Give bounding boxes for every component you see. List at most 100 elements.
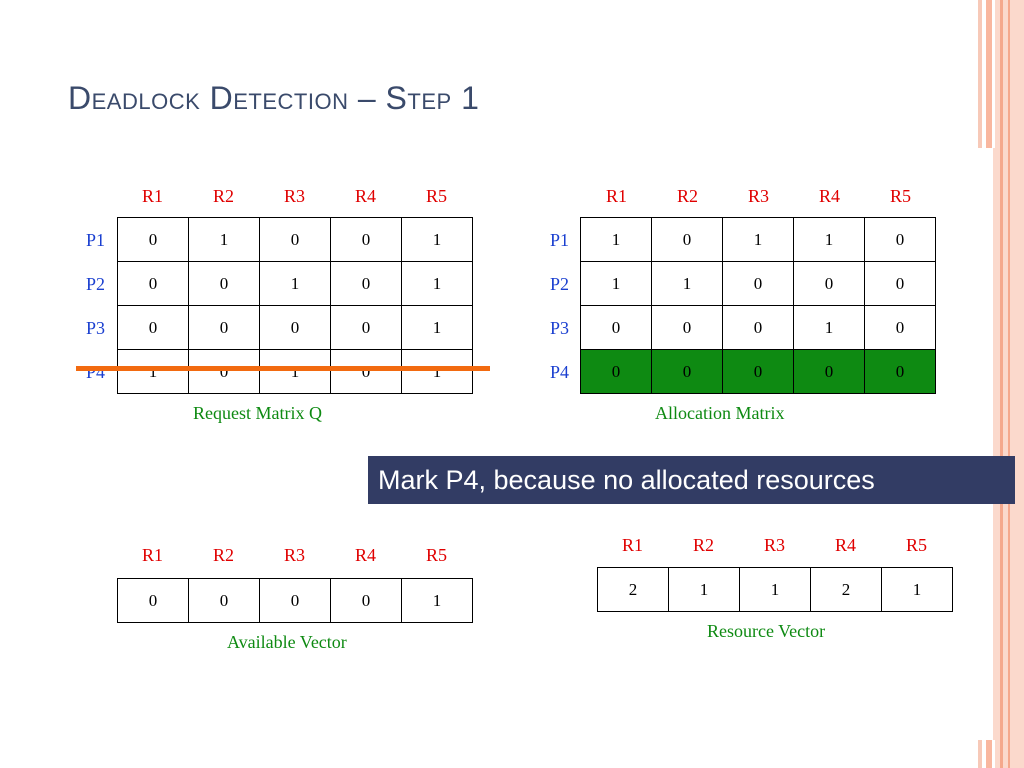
matrix-cell: 0 [259,217,331,262]
available-vector-column-headers: R1 R2 R3 R4 R5 [117,545,472,566]
matrix-cell: 0 [864,349,936,394]
matrix-cell: 1 [401,261,473,306]
vector-cell: 0 [117,578,189,623]
resource-vector-caption: Resource Vector [707,621,826,641]
matrix-cell: 1 [651,261,723,306]
column-header: R3 [763,535,785,555]
column-header: R4 [354,545,376,565]
matrix-cell: 0 [330,349,402,394]
column-header: R5 [905,535,927,555]
allocation-matrix-row-labels: P1 P2 P3 P4 [550,218,569,394]
row-label: P1 [550,230,570,250]
matrix-cell: 0 [722,305,794,350]
column-header: R2 [212,186,234,206]
decor-stripe [1008,0,1010,768]
table-row: 1 0 1 1 0 [580,217,936,262]
marked-table-row: 0 0 0 0 0 [580,349,936,394]
matrix-cell: 0 [330,261,402,306]
matrix-cell: 1 [580,261,652,306]
row-label: P1 [86,230,106,250]
table-row: 0 0 0 0 1 [117,305,473,350]
row-label: P2 [86,274,106,294]
matrix-cell: 0 [864,261,936,306]
vector-cell: 1 [668,567,740,612]
table-row: 1 0 1 0 1 [117,349,473,394]
matrix-cell: 1 [793,217,865,262]
available-vector-caption: Available Vector [227,632,347,652]
row-label: P4 [550,362,570,382]
matrix-cell: 1 [259,349,331,394]
vector-cell: 0 [330,578,402,623]
column-header: R5 [889,186,911,206]
available-vector: 0 0 0 0 1 [117,578,473,623]
decor-stripe [1000,0,1003,768]
column-header: R2 [212,545,234,565]
column-header: R1 [605,186,627,206]
matrix-cell: 0 [188,305,260,350]
column-header: R4 [818,186,840,206]
matrix-cell: 0 [188,349,260,394]
column-header: R4 [354,186,376,206]
matrix-cell: 1 [580,217,652,262]
column-header: R1 [621,535,643,555]
matrix-cell: 1 [401,217,473,262]
matrix-cell: 0 [259,305,331,350]
matrix-cell: 0 [722,349,794,394]
matrix-cell: 1 [401,305,473,350]
allocation-matrix-column-headers: R1 R2 R3 R4 R5 [581,186,936,207]
matrix-cell: 0 [117,261,189,306]
matrix-cell: 0 [117,217,189,262]
note-callout: Mark P4, because no allocated resources [368,456,1015,504]
decor-gap [993,148,997,740]
decor-gap [976,148,996,740]
matrix-cell: 0 [864,217,936,262]
matrix-cell: 1 [188,217,260,262]
column-header: R1 [141,545,163,565]
row-label: P3 [550,318,570,338]
column-header: R2 [676,186,698,206]
table-row: 0 0 0 1 0 [580,305,936,350]
matrix-cell: 0 [117,305,189,350]
matrix-cell: 0 [330,217,402,262]
column-header: R3 [283,186,305,206]
column-header: R3 [747,186,769,206]
resource-vector: 2 1 1 2 1 [597,567,953,612]
table-row: 0 1 0 0 1 [117,217,473,262]
column-header: R5 [425,545,447,565]
request-matrix: 0 1 0 0 1 0 0 1 0 1 0 0 0 0 1 1 0 1 0 1 [117,217,473,394]
matrix-cell: 1 [793,305,865,350]
matrix-cell: 0 [651,217,723,262]
table-row: 2 1 1 2 1 [597,567,953,612]
vector-cell: 2 [810,567,882,612]
matrix-cell: 0 [864,305,936,350]
allocation-matrix-caption: Allocation Matrix [655,403,785,423]
matrix-cell: 0 [651,305,723,350]
matrix-cell: 1 [722,217,794,262]
matrix-cell: 0 [722,261,794,306]
matrix-cell: 1 [401,349,473,394]
table-row: 0 0 1 0 1 [117,261,473,306]
matrix-cell: 0 [793,261,865,306]
column-header: R3 [283,545,305,565]
column-header: R4 [834,535,856,555]
vector-cell: 0 [188,578,260,623]
matrix-cell: 0 [793,349,865,394]
vector-cell: 2 [597,567,669,612]
row-label: P3 [86,318,106,338]
matrix-cell: 1 [259,261,331,306]
matrix-cell: 0 [330,305,402,350]
table-row: 0 0 0 0 1 [117,578,473,623]
vector-cell: 0 [259,578,331,623]
vector-cell: 1 [401,578,473,623]
resource-vector-column-headers: R1 R2 R3 R4 R5 [597,535,952,556]
matrix-cell: 0 [580,349,652,394]
slide-title: Deadlock Detection – Step 1 [68,80,480,116]
vector-cell: 1 [881,567,953,612]
column-header: R1 [141,186,163,206]
table-row: 1 1 0 0 0 [580,261,936,306]
allocation-matrix: 1 0 1 1 0 1 1 0 0 0 0 0 0 1 0 0 0 0 0 0 [580,217,936,394]
matrix-cell: 0 [580,305,652,350]
matrix-cell: 0 [188,261,260,306]
strike-through-line [76,366,490,371]
matrix-cell: 1 [117,349,189,394]
